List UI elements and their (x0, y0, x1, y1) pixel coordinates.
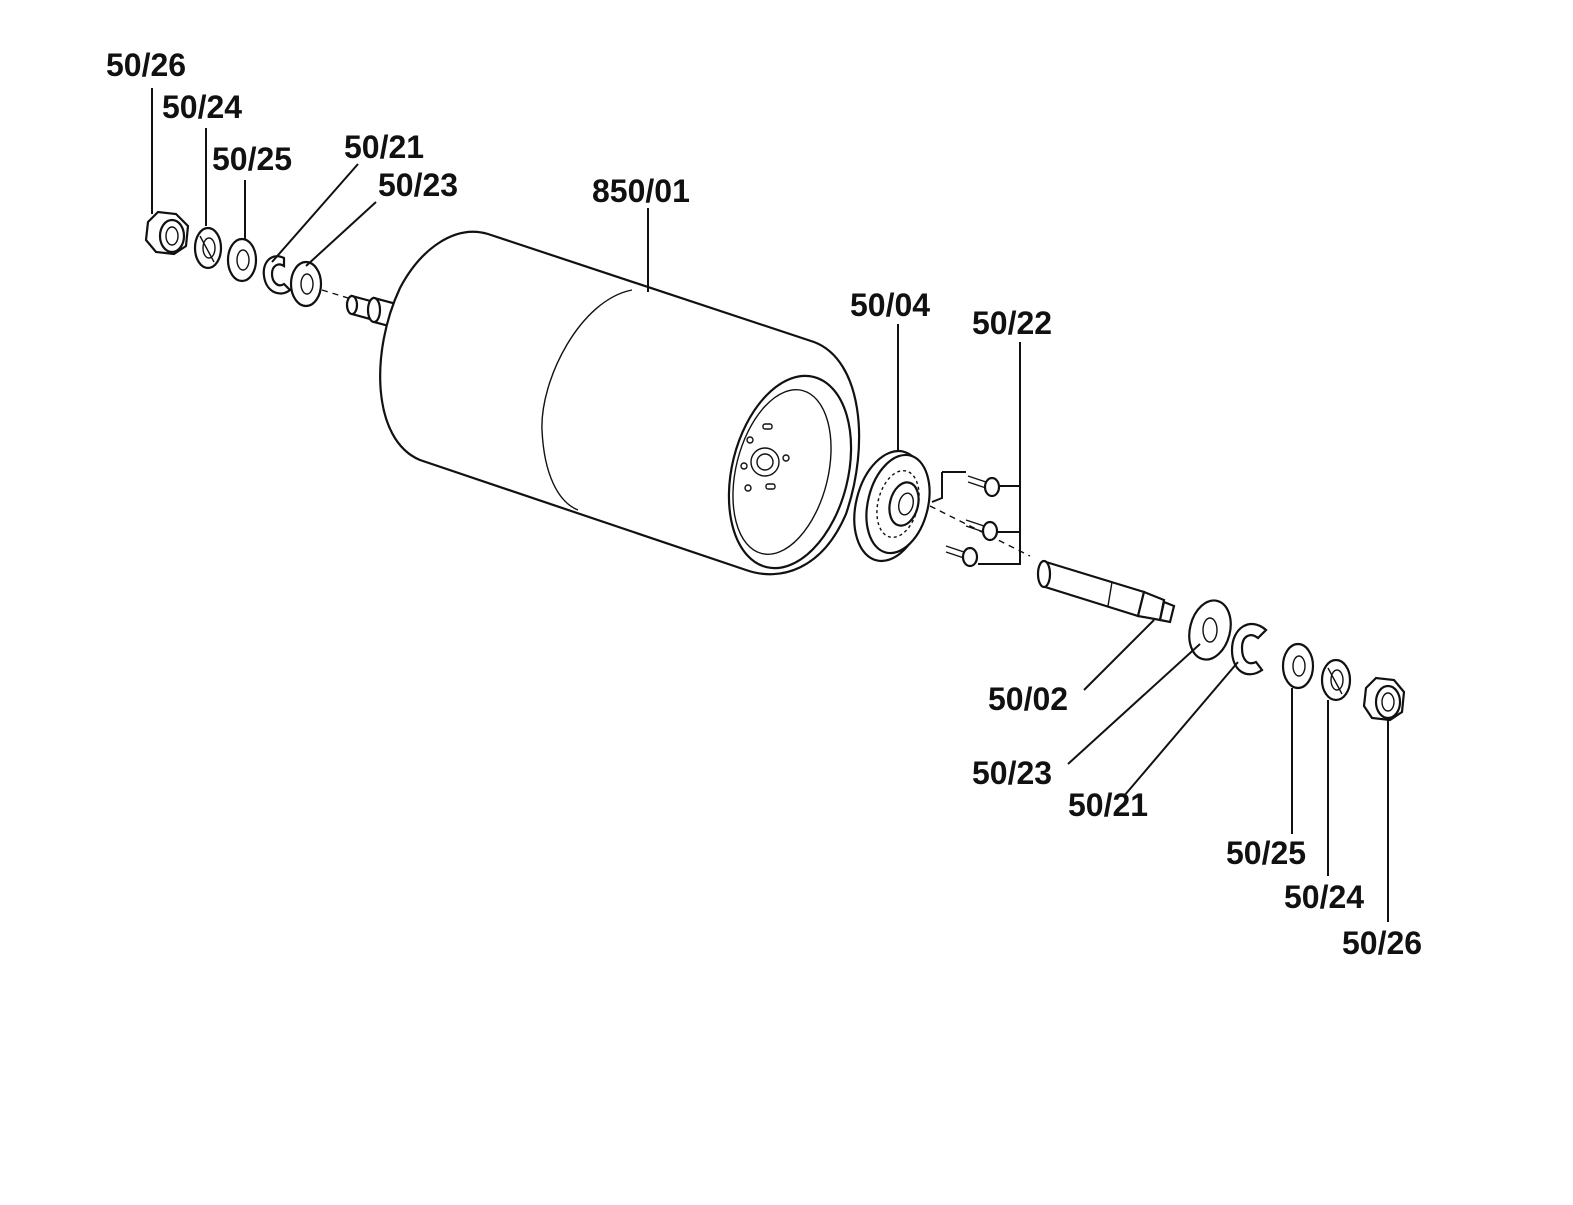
leader-screws (978, 342, 1021, 565)
roller-cylinder (379, 230, 861, 576)
label-left-circlip: 50/21 (344, 129, 424, 165)
screw-top (967, 475, 1001, 498)
label-left-washer: 50/23 (378, 167, 458, 203)
label-screws: 50/22 (972, 305, 1052, 341)
label-right-spring-washer: 50/24 (1284, 879, 1364, 915)
left-washer (289, 260, 323, 308)
leader-right-washer (1067, 643, 1201, 765)
left-circlip (262, 255, 292, 295)
label-roller: 850/01 (592, 173, 690, 209)
left-washer-small (226, 237, 258, 283)
screws (929, 471, 1031, 568)
label-left-spring-washer: 50/24 (162, 89, 242, 125)
bearing (853, 449, 931, 563)
label-right-nut: 50/26 (1342, 925, 1422, 961)
label-bearing: 50/04 (850, 287, 930, 323)
right-washer (1188, 599, 1232, 661)
label-right-washer-small: 50/25 (1226, 835, 1306, 871)
right-nut (1362, 676, 1406, 722)
label-axle: 50/02 (988, 681, 1068, 717)
leader-left-circlip (271, 163, 359, 263)
label-left-nut: 50/26 (106, 47, 186, 83)
leader-axle (1083, 619, 1155, 691)
label-left-washer-small: 50/25 (212, 141, 292, 177)
screw-middle (965, 519, 999, 542)
leader-lines (151, 88, 1389, 922)
right-circlip (1230, 622, 1268, 676)
label-right-washer: 50/23 (972, 755, 1052, 791)
leader-right-circlip (1123, 661, 1239, 797)
right-washer-small (1281, 642, 1315, 690)
left-spring-washer (193, 226, 223, 270)
leader-left-washer (305, 201, 377, 267)
label-right-circlip: 50/21 (1068, 787, 1148, 823)
callouts: 50/26 50/24 50/25 50/21 50/23 850/01 50/… (106, 47, 1422, 961)
axle (1036, 559, 1176, 624)
right-spring-washer (1320, 658, 1352, 702)
screw-bottom (945, 545, 979, 568)
left-nut (144, 210, 190, 256)
